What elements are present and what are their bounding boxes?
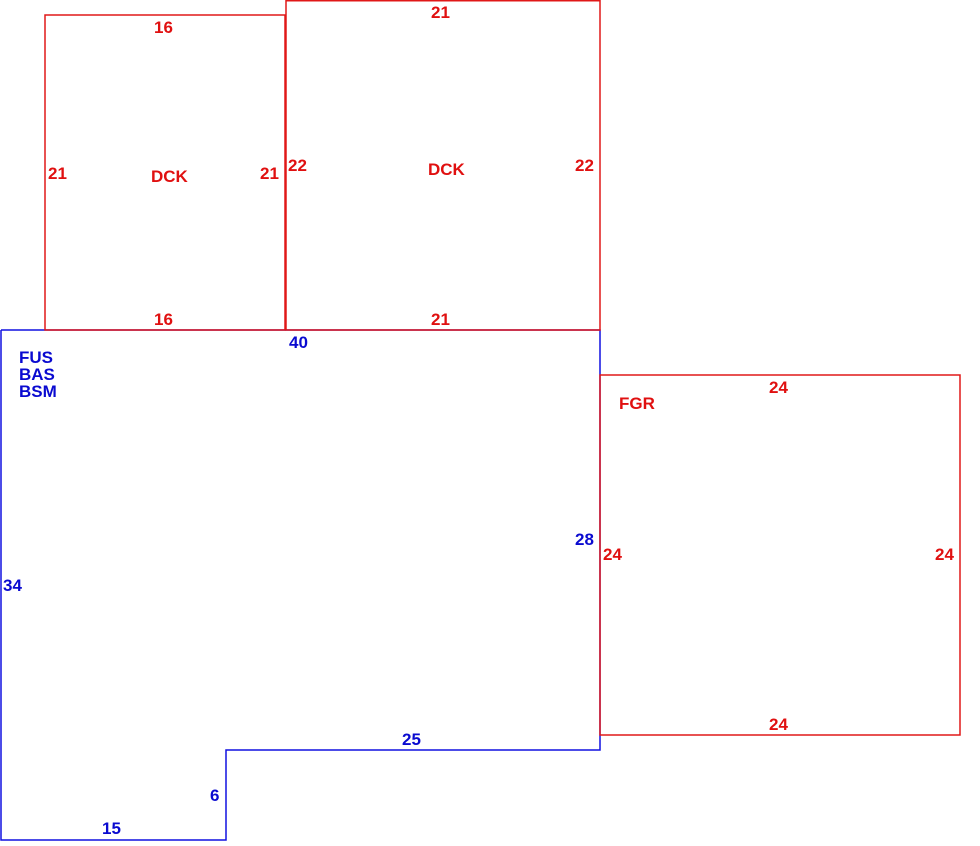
garage-right-dimension: 24 — [935, 545, 954, 564]
garage-top-dimension: 24 — [769, 378, 788, 397]
deck-right-outline — [285, 0, 601, 331]
deck-right-top-dimension: 21 — [431, 3, 450, 22]
deck-left-left-dimension: 21 — [48, 164, 67, 183]
deck-left-bottom-dimension: 16 — [154, 310, 173, 329]
deck-left-code: DCK — [151, 167, 189, 186]
deck-left-outline — [44, 14, 286, 331]
main-structure-outline — [0, 329, 601, 841]
garage-code: FGR — [619, 394, 655, 413]
deck-right-left-dimension: 22 — [288, 156, 307, 175]
main-top-dimension: 40 — [289, 333, 308, 352]
main-notch-dimension: 6 — [210, 786, 219, 805]
deck-right: DCK 21 21 22 22 — [285, 0, 601, 331]
deck-left-right-dimension: 21 — [260, 164, 279, 183]
area-code-bsm: BSM — [19, 382, 57, 401]
deck-right-code: DCK — [428, 160, 466, 179]
main-bottom-left-dimension: 15 — [102, 819, 121, 838]
deck-right-right-dimension: 22 — [575, 156, 594, 175]
deck-left: DCK 16 16 21 21 — [44, 14, 286, 331]
area-code-fus: FUS — [19, 348, 53, 367]
garage-bottom-dimension: 24 — [769, 715, 788, 734]
area-code-bas: BAS — [19, 365, 55, 384]
main-right-dimension: 28 — [575, 530, 594, 549]
main-structure: FUS BAS BSM 40 34 28 25 6 15 — [0, 329, 601, 841]
deck-left-top-dimension: 16 — [154, 18, 173, 37]
deck-right-bottom-dimension: 21 — [431, 310, 450, 329]
main-bottom-right-dimension: 25 — [402, 730, 421, 749]
garage-outline — [599, 374, 961, 736]
garage-left-dimension: 24 — [603, 545, 622, 564]
main-left-dimension: 34 — [3, 576, 22, 595]
garage: FGR 24 24 24 24 — [599, 374, 961, 736]
